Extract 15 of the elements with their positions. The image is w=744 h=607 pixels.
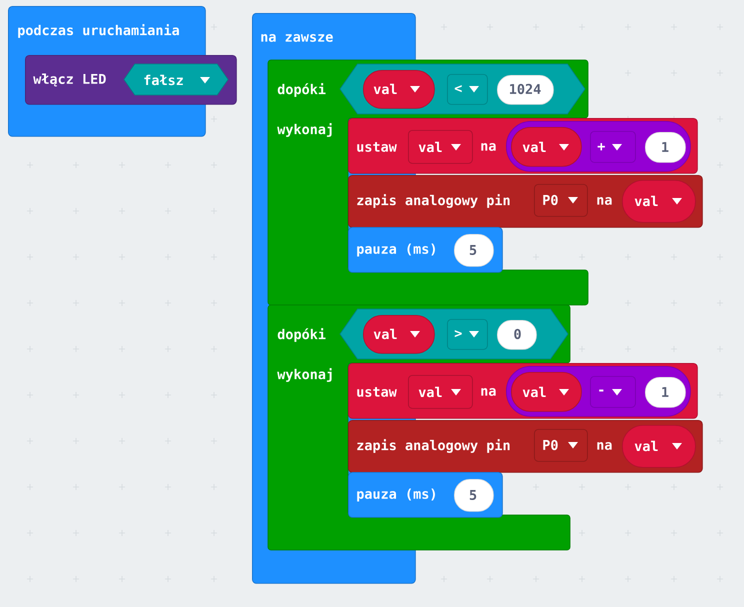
number-field: 1 (645, 377, 686, 408)
number-field: 0 (497, 320, 537, 350)
number-field: 1024 (497, 75, 554, 105)
variable-dropdown: val (408, 130, 473, 164)
number-field: 1 (645, 132, 686, 163)
number-field: 5 (454, 234, 494, 267)
operator-dropdown: > (447, 319, 488, 350)
dropdown-field: fałsz (124, 64, 228, 96)
number-field: 5 (454, 479, 494, 512)
pin-dropdown: P0 (534, 184, 588, 217)
operator-dropdown: - (590, 376, 636, 408)
variable-dropdown: val (408, 375, 473, 409)
operator-dropdown: < (447, 74, 488, 105)
operator-dropdown: + (590, 131, 636, 163)
pin-dropdown: P0 (534, 429, 588, 462)
